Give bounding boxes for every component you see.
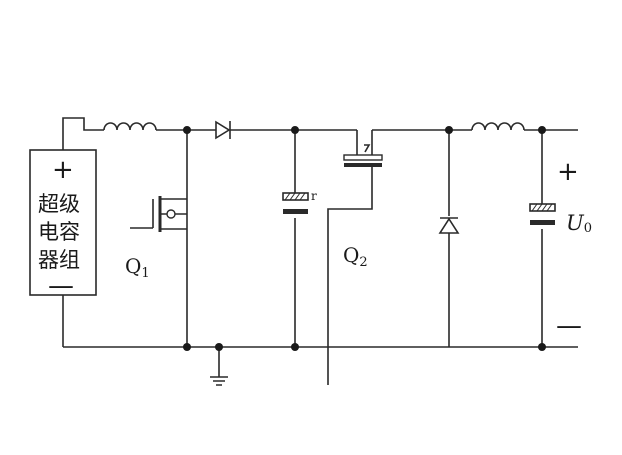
q2-internal: [356, 143, 373, 155]
q1-label: Q1: [125, 254, 150, 281]
junction-dot: [445, 126, 453, 134]
supercap-label-line-2: 电容: [38, 220, 80, 244]
junction-dot: [183, 126, 191, 134]
supercap-minus-sign: —: [48, 271, 74, 301]
middle-capacitor-mark: r: [311, 189, 317, 203]
q2-channel: [344, 163, 382, 167]
wire-q2-drain: [356, 130, 373, 143]
wire-q2-source: [327, 167, 373, 385]
junction-dot: [215, 343, 223, 351]
q2-drain-plate: [343, 154, 383, 161]
supercap-label-line-3: 器组: [38, 248, 80, 272]
q1-terminals: [160, 198, 187, 230]
freewheel-diode: [438, 217, 460, 234]
wire-bank-top-lead: [62, 117, 104, 150]
junction-dot: [538, 343, 546, 351]
ground-symbol: [210, 347, 228, 386]
q2-label: Q2: [343, 243, 368, 270]
junction-dot: [291, 343, 299, 351]
output-inductor: [471, 122, 525, 131]
junction-dot: [538, 126, 546, 134]
output-minus-sign: —: [556, 311, 582, 341]
junction-dot: [291, 126, 299, 134]
q1-body-circle: [166, 209, 176, 219]
supercap-label-line-1: 超级: [38, 192, 80, 216]
output-capacitor-plate-bottom: [530, 220, 555, 225]
q1-gate: [130, 199, 154, 229]
supercapacitor-bank: [29, 149, 97, 296]
output-plus-sign: +: [557, 157, 579, 187]
middle-capacitor-plate-bottom: [283, 209, 308, 214]
supercap-plus-sign: +: [52, 155, 74, 185]
output-voltage-label: U0: [566, 211, 592, 236]
series-diode: [215, 120, 231, 140]
input-inductor: [103, 122, 157, 131]
junction-dot: [183, 343, 191, 351]
